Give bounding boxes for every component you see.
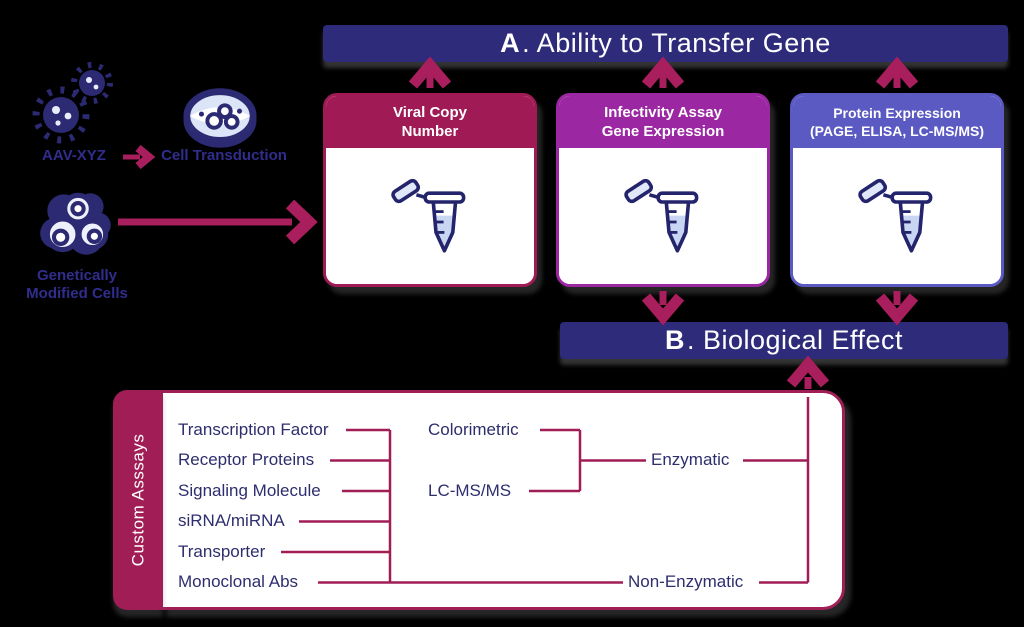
cells-label-line1: Genetically	[36, 267, 118, 284]
target-monoclonal-abs: Monoclonal Abs	[178, 572, 299, 591]
custom-assays-tab-label: Custom Asssays	[128, 433, 147, 567]
microcentrifuge-tube-icon	[857, 177, 933, 253]
card-viral-copy-number: Viral Copy Number	[323, 93, 537, 287]
node-enzymatic: Enzymatic	[651, 450, 730, 469]
method-lc-ms-ms: LC-MS/MS	[428, 481, 512, 500]
card1-body	[326, 148, 534, 284]
node-non-enzymatic: Non-Enzymatic	[628, 572, 744, 591]
arrow-card3-to-banner-b-icon	[875, 291, 919, 326]
arrow-box-to-banner-b-icon	[786, 355, 830, 389]
card1-title-line2: Number	[401, 123, 459, 140]
card-infectivity-assay-header: Infectivity Assay Gene Expression	[559, 96, 767, 148]
microcentrifuge-tube-icon	[390, 177, 466, 253]
virus-label: AAV-XYZ	[42, 147, 106, 164]
target-transcription-factor: Transcription Factor	[178, 420, 329, 439]
card-protein-expression-header: Protein Expression (PAGE, ELISA, LC-MS/M…	[793, 96, 1001, 148]
card3-title-line1: Protein Expression	[833, 104, 961, 121]
target-receptor-proteins: Receptor Proteins	[178, 450, 315, 469]
arrow-cells-to-card1-icon	[118, 199, 318, 245]
target-signaling-molecule: Signaling Molecule	[178, 481, 321, 500]
card-infectivity-assay: Infectivity Assay Gene Expression	[556, 93, 770, 287]
card-protein-expression: Protein Expression (PAGE, ELISA, LC-MS/M…	[790, 93, 1004, 287]
method-colorimetric: Colorimetric	[428, 420, 519, 439]
card3-body	[793, 148, 1001, 284]
cells-label-line2: Modified Cells	[26, 285, 128, 302]
card1-title-line1: Viral Copy	[393, 103, 467, 121]
banner-b-title: . Biological Effect	[686, 325, 904, 355]
cells-icon	[40, 192, 111, 255]
card2-title-line1: Infectivity Assay	[604, 103, 722, 121]
arrow-card2-to-banner-b-icon	[641, 291, 685, 326]
banner-ability-to-transfer-gene: A . Ability to Transfer Gene	[323, 25, 1008, 62]
microcentrifuge-tube-icon	[623, 177, 699, 253]
custom-assays-tab: Custom Asssays	[113, 390, 163, 610]
virus-icon	[32, 62, 113, 144]
custom-assays-box	[160, 390, 845, 610]
petri-dish-icon	[183, 88, 257, 148]
card-viral-copy-number-header: Viral Copy Number	[326, 96, 534, 148]
target-transporter: Transporter	[178, 542, 266, 561]
banner-a-title: . Ability to Transfer Gene	[522, 28, 831, 58]
card3-title-line2: (PAGE, ELISA, LC-MS/MS)	[810, 123, 984, 139]
banner-a-letter: A	[500, 28, 521, 58]
arrow-card3-to-banner-a-icon	[875, 56, 919, 89]
card2-title-line2: Gene Expression	[601, 123, 725, 140]
card2-body	[559, 148, 767, 284]
arrow-card2-to-banner-a-icon	[641, 56, 685, 89]
cells-label: Genetically Modified Cells	[8, 267, 146, 303]
dish-label: Cell Transduction	[161, 147, 287, 164]
banner-b-letter: B	[664, 325, 685, 355]
target-sirna-mirna: siRNA/miRNA	[178, 511, 285, 530]
banner-biological-effect: B . Biological Effect	[560, 322, 1008, 359]
arrow-card1-to-banner-a-icon	[408, 56, 452, 89]
